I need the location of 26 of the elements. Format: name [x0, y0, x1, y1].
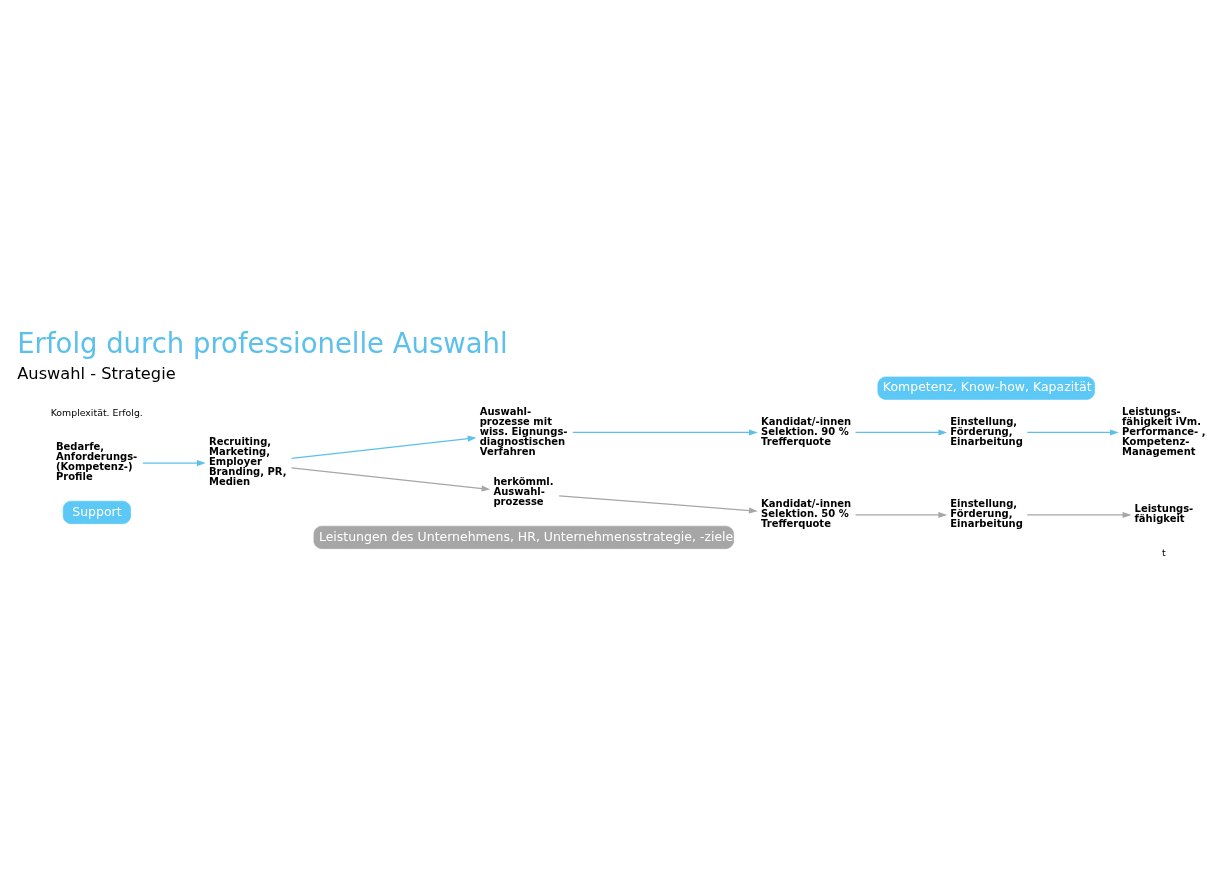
arrow [558, 494, 758, 514]
arrow [1026, 511, 1132, 518]
arrow [1026, 428, 1119, 436]
node-box: Support [62, 500, 131, 524]
label: Auswahl - Strategie [17, 363, 176, 383]
node-text: Leistungs- fähigkeit iVm. Performance- , Kompetenz- Management [1122, 405, 1206, 457]
node-text: Kandidat/-innen Selektion. 50 % Trefferquote [761, 497, 852, 529]
node-box: Kompetenz, Know-how, Kapazität [877, 376, 1095, 400]
node-text: Leistungs- fähigkeit [1134, 502, 1194, 524]
node-text: Bedarfe, Anforderungs- (Kompetenz-) Profile [55, 440, 138, 482]
node-text: herkömml. Auswahl- prozesse [493, 475, 554, 507]
arrow [854, 511, 948, 518]
diagram-title: Erfolg durch professionelle Auswahl [17, 327, 508, 359]
node-box: Leistungen des Unternehmens, HR, Unternehmensstrategie, -ziele [313, 525, 734, 549]
arrow [854, 428, 948, 436]
node-text: Einstellung, Förderung, Einarbeitung [950, 497, 1023, 529]
node-text: Einstellung, Förderung, Einarbeitung [950, 415, 1023, 447]
node-text: Kandidat/-innen Selektion. 90 % Trefferquote [761, 415, 852, 447]
arrow [572, 428, 758, 436]
node-text: Recruiting, Marketing, Employer Branding, PR, Medien [209, 435, 287, 487]
label: t [1162, 546, 1166, 558]
arrow [142, 459, 206, 466]
arrow [290, 435, 477, 459]
label: Komplexität. Erfolg. [50, 406, 143, 418]
node-text: Auswahl- prozesse mit wiss. Eignungs- diagnostischen Verfahren [479, 405, 568, 457]
arrow [290, 466, 491, 492]
